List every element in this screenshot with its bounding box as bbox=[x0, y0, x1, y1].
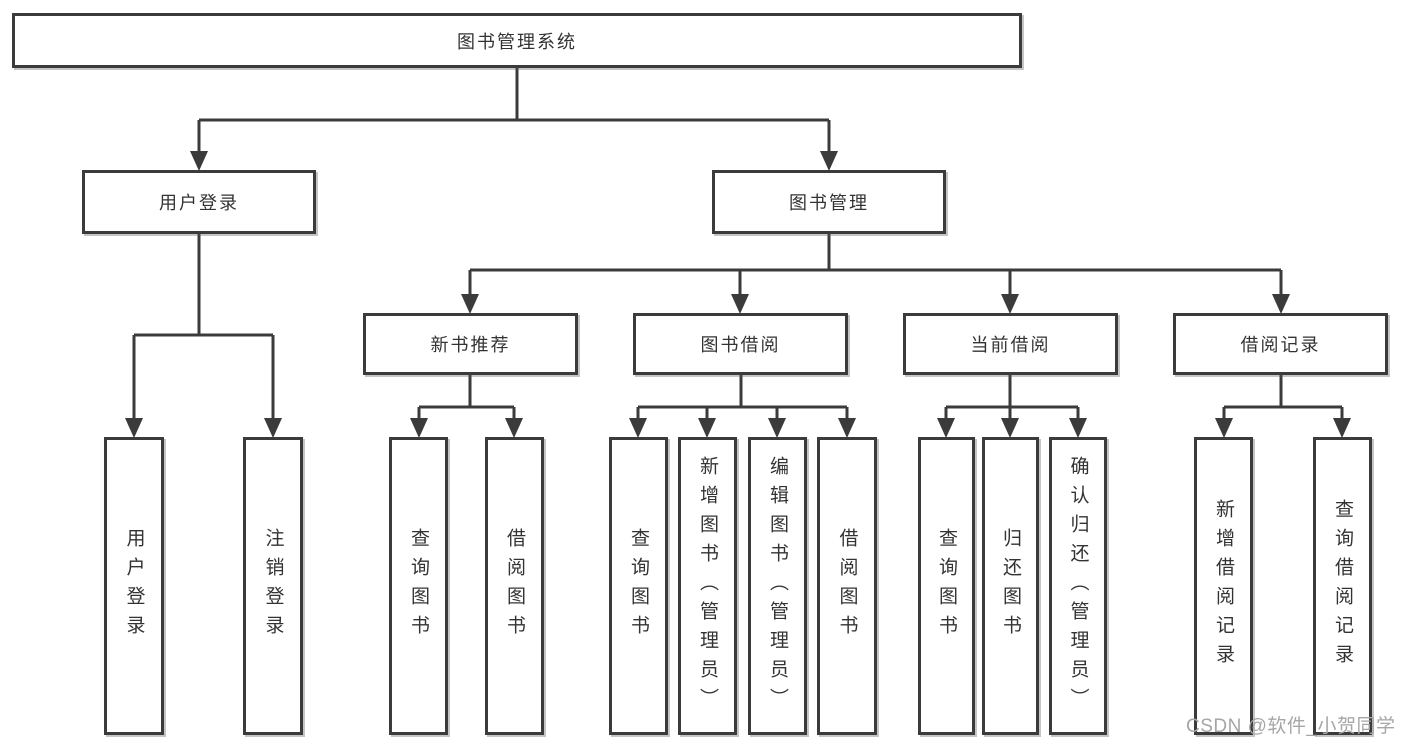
leaf-confirm-return-admin: 确认归还（管理员） bbox=[1049, 437, 1107, 735]
leaf-logout: 注销登录 bbox=[243, 437, 303, 735]
node-root-label: 图书管理系统 bbox=[457, 31, 577, 52]
leaf-return-books: 归还图书 bbox=[982, 437, 1039, 735]
leaf-confirm-return-admin-label: 确认归还（管理员） bbox=[1067, 455, 1089, 717]
node-borrow-records: 借阅记录 bbox=[1173, 313, 1388, 375]
node-borrow-records-label: 借阅记录 bbox=[1240, 335, 1321, 355]
leaf-borrow-query-books-label: 查询图书 bbox=[628, 528, 649, 644]
leaf-user-login-label: 用户登录 bbox=[123, 528, 145, 644]
leaf-logout-label: 注销登录 bbox=[262, 528, 284, 644]
leaf-newrec-borrow-books: 借阅图书 bbox=[485, 437, 544, 735]
leaf-newrec-query-books-label: 查询图书 bbox=[408, 528, 429, 644]
leaf-borrow-books: 借阅图书 bbox=[817, 437, 877, 735]
leaf-return-books-label: 归还图书 bbox=[1000, 528, 1021, 644]
leaf-add-borrow-record: 新增借阅记录 bbox=[1194, 437, 1253, 735]
leaf-query-borrow-record: 查询借阅记录 bbox=[1313, 437, 1372, 735]
leaf-add-borrow-record-label: 新增借阅记录 bbox=[1213, 499, 1234, 673]
leaf-newrec-borrow-books-label: 借阅图书 bbox=[504, 528, 525, 644]
node-user-login-label: 用户登录 bbox=[159, 193, 239, 213]
leaf-user-login: 用户登录 bbox=[104, 437, 164, 735]
leaf-edit-books-admin-label: 编辑图书（管理员） bbox=[767, 455, 788, 717]
leaf-add-books-admin-label: 新增图书（管理员） bbox=[697, 455, 718, 717]
node-new-book-recommend: 新书推荐 bbox=[363, 313, 578, 375]
node-book-borrow: 图书借阅 bbox=[633, 313, 848, 375]
node-current-borrow-label: 当前借阅 bbox=[970, 335, 1051, 355]
node-book-management-label: 图书管理 bbox=[789, 193, 869, 213]
node-book-management: 图书管理 bbox=[712, 170, 946, 234]
leaf-borrow-query-books: 查询图书 bbox=[609, 437, 668, 735]
leaf-newrec-query-books: 查询图书 bbox=[389, 437, 448, 735]
csdn-watermark: CSDN @软件_小贺同学 bbox=[1186, 716, 1396, 737]
leaf-query-borrow-record-label: 查询借阅记录 bbox=[1332, 499, 1353, 673]
leaf-add-books-admin: 新增图书（管理员） bbox=[678, 437, 737, 735]
leaf-current-query-books-label: 查询图书 bbox=[936, 528, 957, 644]
node-new-book-recommend-label: 新书推荐 bbox=[430, 335, 511, 355]
node-root: 图书管理系统 bbox=[12, 13, 1022, 68]
node-current-borrow: 当前借阅 bbox=[903, 313, 1118, 375]
leaf-borrow-books-label: 借阅图书 bbox=[836, 528, 858, 644]
node-book-borrow-label: 图书借阅 bbox=[700, 335, 781, 355]
leaf-current-query-books: 查询图书 bbox=[918, 437, 975, 735]
leaf-edit-books-admin: 编辑图书（管理员） bbox=[748, 437, 807, 735]
node-user-login: 用户登录 bbox=[82, 170, 316, 234]
